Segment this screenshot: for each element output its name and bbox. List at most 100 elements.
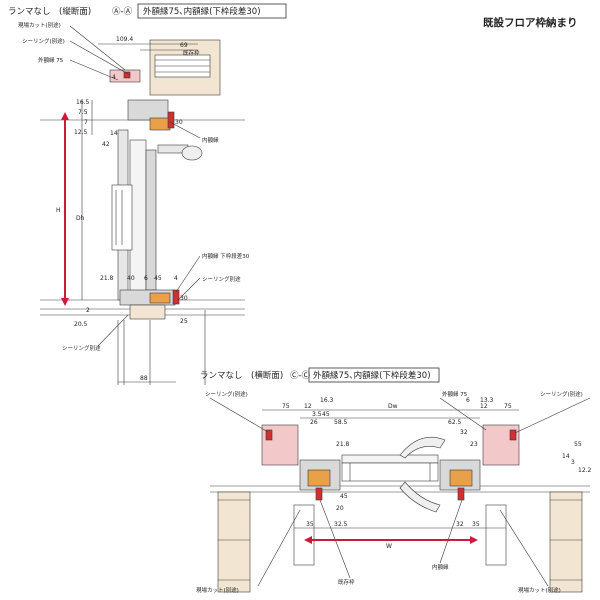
inner-trim-seal-right: [457, 487, 465, 501]
dim-12-2: 12.2: [578, 467, 592, 474]
sill-wood: [129, 304, 166, 320]
dim-21-8: 21.8: [100, 275, 114, 282]
dim-35-left: 35: [306, 521, 314, 528]
dim-21-8-h: 21.8: [336, 441, 350, 448]
dim-14-h: 14: [562, 453, 570, 460]
resin-jamb-left: [307, 469, 331, 487]
dim-W: W: [386, 543, 392, 550]
dim-58-5: 58.5: [334, 419, 348, 426]
label-existing-frame-h: 既存枠: [338, 578, 355, 586]
vertical-section: [40, 25, 245, 385]
horizontal-section: [209, 397, 591, 593]
dim-7: 7: [84, 119, 88, 126]
sealant-right: [509, 429, 517, 441]
label-existing-frame: 既存枠: [183, 49, 200, 57]
leader-line: [257, 509, 301, 587]
label-inner-trim-sill: 内額縁 下枠段差30: [202, 252, 250, 260]
dim-16-5: 16.5: [76, 99, 90, 106]
dim-45-bottom: 45: [340, 493, 348, 500]
page-title: 既設フロア枠納まり: [483, 16, 578, 29]
label-inner-trim-h: 内額縁: [432, 563, 449, 571]
vertical-spec-text: 外額縁75､内額縁(下枠段差30): [143, 6, 261, 17]
width-arrow-head-left: [304, 536, 312, 544]
label-outer-trim: 外額縁 75: [38, 56, 64, 64]
dim-32-top: 32: [460, 429, 468, 436]
resin-jamb-right: [449, 469, 473, 487]
dim-23: 23: [470, 441, 478, 448]
dim-12-right: 12: [480, 403, 488, 410]
vertical-heading: ランマなし (縦断面): [8, 6, 91, 17]
dim-4-top: 4: [112, 74, 116, 81]
dim-32-5: 32.5: [334, 521, 348, 528]
dim-Dw: Dw: [388, 403, 398, 410]
leader-line: [177, 277, 201, 301]
right-stud: [549, 491, 583, 593]
dim-69: 69: [180, 42, 188, 49]
dim-16-3: 16.3: [320, 397, 334, 404]
leader-line: [69, 59, 119, 81]
label-sealing-top: シーリング(別途): [22, 37, 65, 45]
dim-62-5: 62.5: [448, 419, 462, 426]
dim-30-top: 30: [175, 119, 183, 126]
label-field-cut-left: 現場カット(別途): [196, 586, 239, 594]
width-arrow-head-right: [470, 536, 478, 544]
resin-frame-head: [149, 117, 171, 131]
leader-line: [169, 121, 201, 139]
dim-2: 2: [86, 307, 90, 314]
dim-H: H: [56, 207, 61, 214]
dim-6: 6: [144, 275, 148, 282]
dim-35-right: 35: [472, 521, 480, 528]
dim-30-sill: 30: [180, 295, 188, 302]
label-sealing-right: シーリング(別途): [540, 390, 583, 398]
dim-45-left: 45: [322, 411, 330, 418]
glass-unit: [129, 139, 147, 296]
sealant-top: [123, 71, 131, 79]
vertical-spec-box: [137, 3, 287, 19]
glass-horizontal: [341, 454, 439, 464]
dim-55: 55: [574, 441, 582, 448]
left-stud: [217, 491, 251, 593]
inner-trim-sill-seal: [172, 289, 180, 305]
leader-line: [69, 40, 131, 76]
label-field-cut-right: 現場カット(別途): [518, 586, 561, 594]
dim-3-5: 3.5: [312, 411, 322, 418]
handle-horizontal: [399, 436, 446, 459]
label-field-cut: 現場カット(別途): [18, 21, 61, 29]
dim-14: 14: [110, 130, 118, 137]
dim-32-bottom: 32: [456, 521, 464, 528]
leader-line: [97, 314, 129, 347]
dim-20: 20: [336, 505, 344, 512]
dim-25: 25: [180, 318, 188, 325]
inner-trim-head-seal: [167, 111, 175, 129]
label-sealing-mid: シーリング別途: [202, 275, 241, 283]
horizontal-heading: ランマなし (横断面): [200, 370, 283, 381]
dim-6-h: 6: [466, 397, 470, 404]
label-inner-trim: 内額縁: [202, 136, 219, 144]
dim-Dh: Dh: [76, 215, 85, 222]
horizontal-section-mark: Ⓒ-Ⓒ: [290, 371, 311, 381]
leader-line: [439, 397, 487, 431]
vertical-section-mark: Ⓐ-Ⓐ: [112, 7, 133, 17]
resin-frame-sill: [149, 292, 171, 304]
dim-88: 88: [140, 375, 148, 382]
leader-line: [439, 499, 463, 564]
leader-line: [514, 397, 591, 434]
left-cavity: [293, 504, 315, 566]
horizontal-spec-text: 外額縁75､内額縁(下枠段差30): [313, 370, 431, 381]
dim-26: 26: [310, 419, 318, 426]
dim-42: 42: [102, 141, 110, 148]
leader-line: [209, 397, 269, 433]
dim-4-sill: 4: [174, 275, 178, 282]
sash-horizontal: [341, 462, 439, 482]
frame-head: [127, 99, 169, 121]
dim-75-right: 75: [504, 403, 512, 410]
sealant-left: [265, 429, 273, 441]
dim-109-4: 109.4: [116, 36, 133, 43]
dim-3-h: 3: [571, 459, 575, 466]
dim-40: 40: [127, 275, 135, 282]
height-arrow-head-top: [61, 112, 69, 120]
label-sealing-bottom: シーリング別途: [62, 344, 101, 352]
dim-75-left: 75: [282, 403, 290, 410]
